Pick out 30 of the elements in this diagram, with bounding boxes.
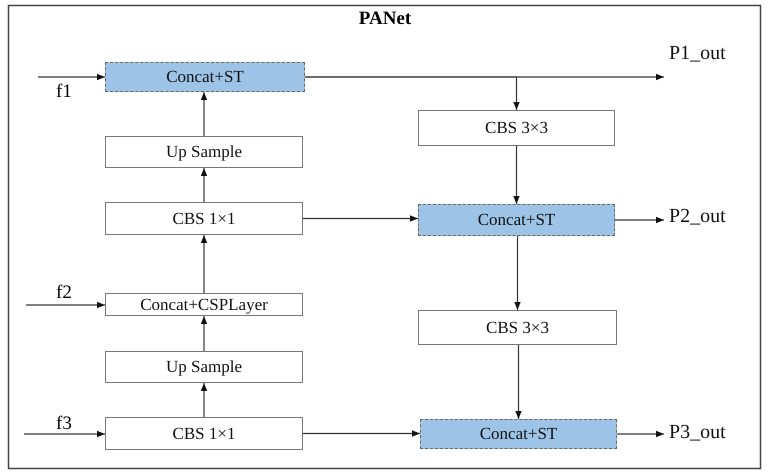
- arrow: [200, 383, 208, 417]
- arrow: [515, 345, 522, 419]
- arrow: [615, 216, 664, 224]
- arrow: [303, 430, 420, 437]
- process-box: Up Sample: [105, 351, 303, 383]
- concat-block: Concat+ST: [418, 204, 615, 236]
- arrow: [617, 430, 664, 438]
- arrow: [514, 236, 521, 310]
- process-box: Up Sample: [105, 136, 303, 168]
- process-box: CBS 3×3: [418, 310, 617, 345]
- output-label: P1_out: [664, 42, 744, 78]
- output-label: P2_out: [664, 205, 746, 233]
- process-box: CBS 3×3: [418, 110, 615, 146]
- output-label: P3_out: [664, 421, 746, 449]
- arrow: [200, 168, 208, 202]
- process-box: CBS 1×1: [105, 417, 303, 450]
- arrow: [513, 146, 520, 204]
- process-box: CBS 1×1: [105, 202, 303, 235]
- arrow: [38, 74, 105, 80]
- arrow: [24, 430, 105, 438]
- arrow: [303, 215, 418, 222]
- concat-block: Concat+ST: [420, 419, 617, 449]
- arrow: [200, 316, 208, 351]
- process-box: Concat+CSPLayer: [105, 293, 303, 316]
- diagram-title: PANet: [358, 8, 412, 30]
- arrow: [305, 76, 520, 110]
- concat-block: Concat+ST: [105, 62, 305, 92]
- arrow: [200, 235, 208, 293]
- arrow: [26, 302, 105, 308]
- arrow: [200, 92, 208, 136]
